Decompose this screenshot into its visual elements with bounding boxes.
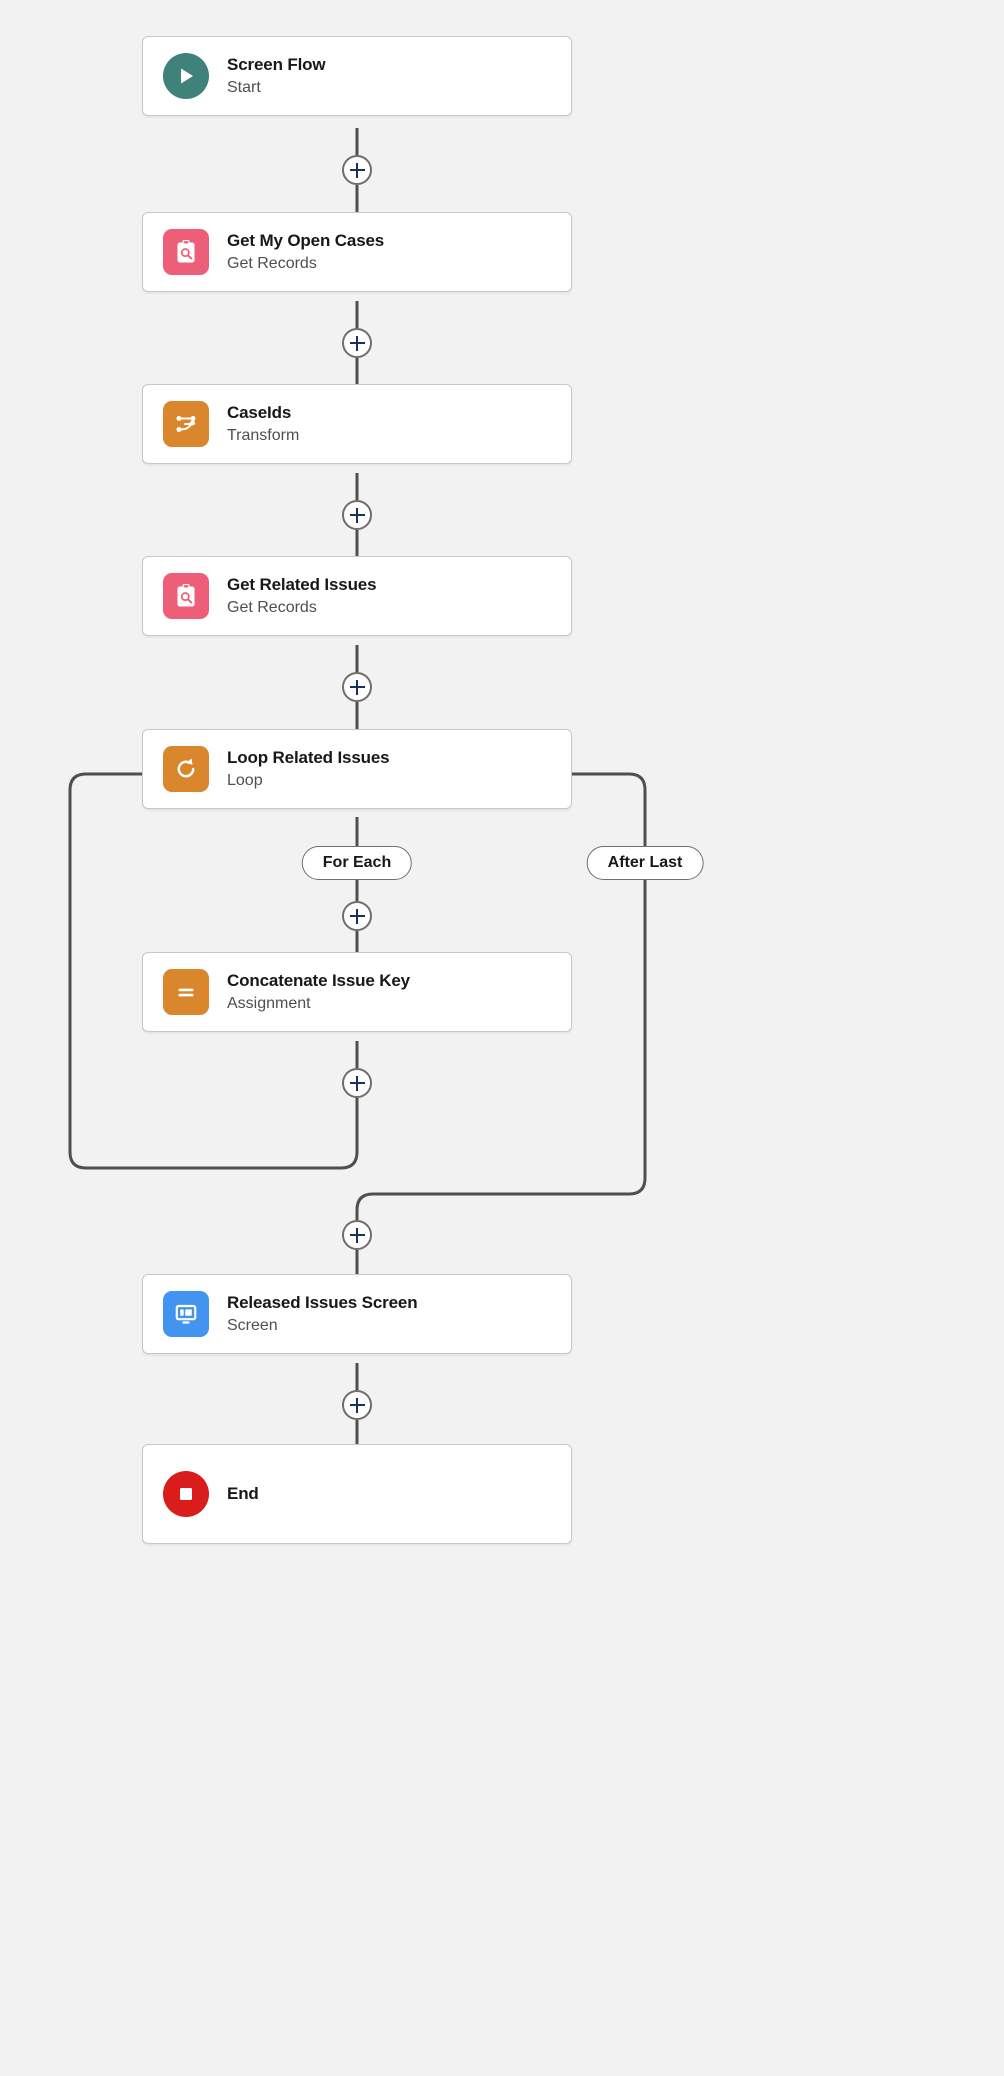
- add-element-button-after-caseids[interactable]: [342, 500, 372, 530]
- flow-node-caseids[interactable]: CaseIds Transform: [142, 384, 572, 464]
- add-element-button-after-get-my-open-cases[interactable]: [342, 328, 372, 358]
- node-title: End: [227, 1484, 259, 1504]
- node-title: CaseIds: [227, 402, 292, 422]
- get-records-icon: [163, 573, 209, 619]
- flow-node-get-my-open-cases[interactable]: Get My Open Cases Get Records: [142, 212, 572, 292]
- flow-node-loop-related-issues[interactable]: Loop Related Issues Loop: [142, 729, 572, 809]
- node-subtitle: Get Records: [227, 599, 317, 617]
- flow-node-start[interactable]: Screen Flow Start: [142, 36, 572, 116]
- branch-label-after-last: After Last: [586, 846, 704, 880]
- add-element-button-after-screen[interactable]: [342, 1390, 372, 1420]
- node-text-block: Get My Open Cases Get Records: [227, 230, 384, 274]
- add-element-button-after-concatenate[interactable]: [342, 1068, 372, 1098]
- add-element-button-after-loop-merge[interactable]: [342, 1220, 372, 1250]
- end-icon: [163, 1471, 209, 1517]
- node-text-block: Screen Flow Start: [227, 54, 326, 98]
- node-subtitle: Screen: [227, 1317, 278, 1335]
- branch-label-text: For Each: [322, 854, 392, 871]
- node-title: Concatenate Issue Key: [227, 970, 410, 990]
- flow-node-end[interactable]: End: [142, 1444, 572, 1544]
- node-title: Released Issues Screen: [227, 1292, 418, 1312]
- transform-icon: [163, 401, 209, 447]
- node-title: Get My Open Cases: [227, 230, 385, 250]
- node-subtitle: Transform: [227, 427, 300, 445]
- node-text-block: End: [227, 1483, 259, 1504]
- node-text-block: Concatenate Issue Key Assignment: [227, 970, 410, 1014]
- node-text-block: Released Issues Screen Screen: [227, 1292, 418, 1336]
- flow-node-concatenate-issue-key[interactable]: Concatenate Issue Key Assignment: [142, 952, 572, 1032]
- node-title: Get Related Issues: [227, 574, 377, 594]
- play-icon: [163, 53, 209, 99]
- node-subtitle: Start: [227, 79, 261, 97]
- assignment-icon: [163, 969, 209, 1015]
- node-subtitle: Get Records: [227, 255, 317, 273]
- get-records-icon: [163, 229, 209, 275]
- wire-loop-to-afterlast-label: [572, 772, 647, 846]
- node-text-block: Loop Related Issues Loop: [227, 747, 390, 791]
- node-subtitle: Assignment: [227, 995, 311, 1013]
- wire-afterlast-to-merge: [355, 880, 647, 1220]
- node-title: Screen Flow: [227, 54, 326, 74]
- flow-node-released-issues-screen[interactable]: Released Issues Screen Screen: [142, 1274, 572, 1354]
- node-subtitle: Loop: [227, 772, 263, 790]
- add-element-button-after-start[interactable]: [342, 155, 372, 185]
- flow-node-get-related-issues[interactable]: Get Related Issues Get Records: [142, 556, 572, 636]
- loop-icon: [163, 746, 209, 792]
- add-element-button-after-get-related-issues[interactable]: [342, 672, 372, 702]
- node-title: Loop Related Issues: [227, 747, 390, 767]
- branch-label-for-each: For Each: [301, 846, 413, 880]
- add-element-button-in-loop-for-each[interactable]: [342, 901, 372, 931]
- branch-label-text: After Last: [607, 854, 683, 871]
- node-text-block: Get Related Issues Get Records: [227, 574, 377, 618]
- node-text-block: CaseIds Transform: [227, 402, 299, 446]
- screen-icon: [163, 1291, 209, 1337]
